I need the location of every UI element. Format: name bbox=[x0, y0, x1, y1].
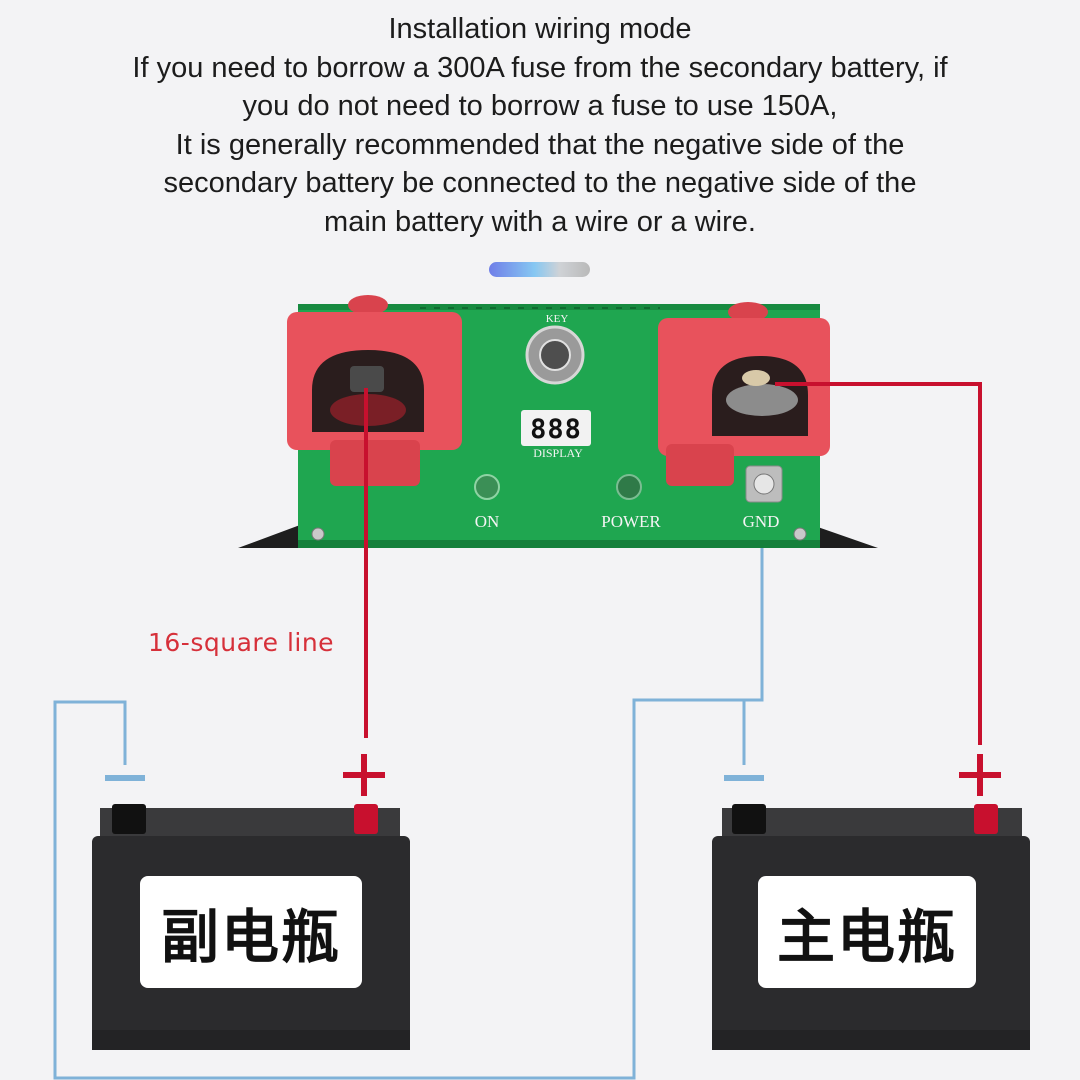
main-negative-symbol bbox=[724, 775, 764, 781]
header-line-1: If you need to borrow a 300A fuse from t… bbox=[132, 51, 948, 84]
secondary-negative-wire bbox=[53, 538, 764, 1080]
mounting-flange-right bbox=[812, 525, 878, 548]
display-digits: 888 bbox=[530, 414, 582, 445]
mounting-flange-left bbox=[238, 525, 310, 548]
secondary-battery-label: 副电瓶 bbox=[140, 876, 362, 988]
key-switch-cap bbox=[539, 339, 571, 371]
screw-left bbox=[311, 527, 325, 541]
header-line-4: secondary battery be connected to the ne… bbox=[163, 167, 917, 199]
digit-display bbox=[521, 410, 591, 446]
secondary-positive-symbol bbox=[343, 754, 385, 796]
power-led bbox=[616, 474, 642, 500]
gnd-label: GND bbox=[743, 512, 780, 531]
positive-wires bbox=[364, 382, 982, 745]
board-bottom-edge bbox=[298, 540, 820, 548]
on-led bbox=[474, 474, 500, 500]
key-label: KEY bbox=[546, 313, 569, 325]
secondary-negative-symbol bbox=[105, 775, 145, 781]
header-line-2: you do not need to borrow a fuse to use … bbox=[242, 90, 838, 122]
on-label: ON bbox=[475, 512, 500, 531]
isolator-device: KEY 888 DISPLAY ON POWER GND bbox=[238, 295, 878, 548]
main-positive-symbol bbox=[959, 754, 1001, 796]
power-label: POWER bbox=[601, 512, 661, 531]
gradient-divider bbox=[489, 262, 590, 277]
main-positive-wire bbox=[775, 382, 982, 745]
main-battery-label: 主电瓶 bbox=[758, 876, 976, 988]
board-edge-top bbox=[298, 304, 820, 310]
screw-right bbox=[793, 527, 807, 541]
gnd-screw bbox=[753, 473, 775, 495]
header: Installation wiring mode If you need to … bbox=[40, 10, 1040, 241]
negative-wires bbox=[53, 538, 764, 1080]
header-line-3: It is generally recommended that the neg… bbox=[175, 128, 905, 161]
display-label: DISPLAY bbox=[533, 446, 583, 460]
header-title: Installation wiring mode bbox=[388, 13, 692, 45]
header-line-5: main battery with a wire or a wire. bbox=[324, 205, 756, 238]
wire-gauge-label: 16-square line bbox=[148, 628, 335, 657]
right-terminal bbox=[658, 302, 830, 486]
